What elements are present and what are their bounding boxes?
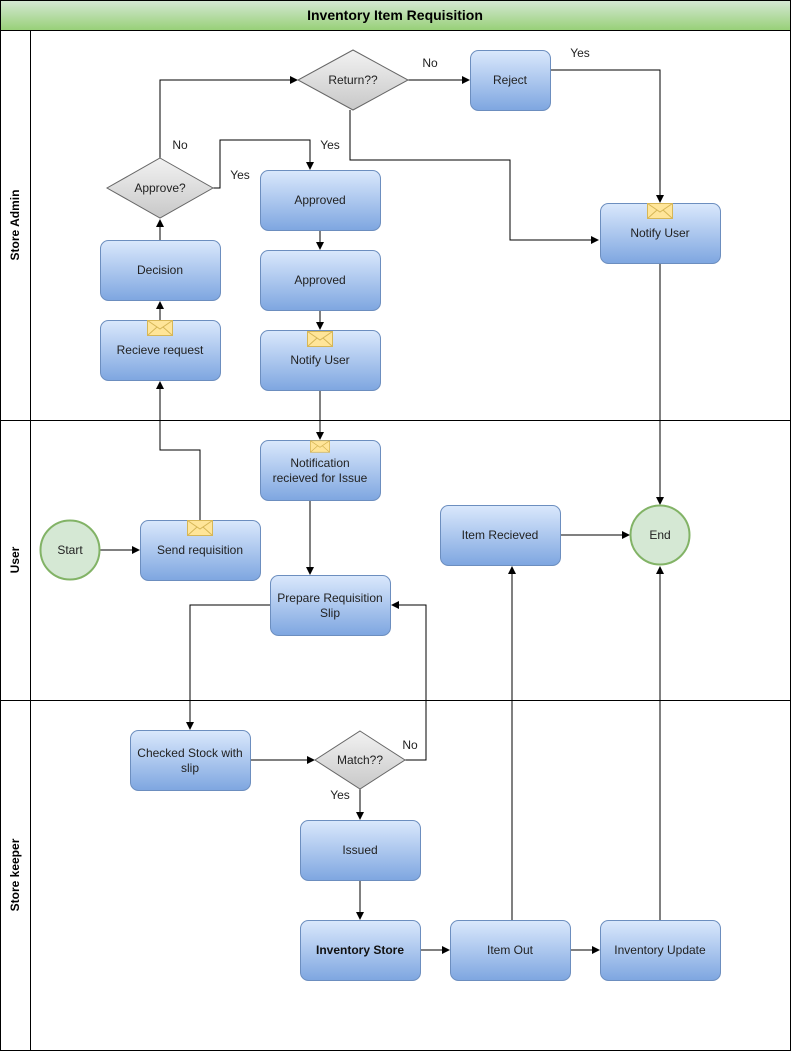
task-item-out-label: Item Out <box>487 943 534 957</box>
task-decision[interactable]: Decision <box>100 240 221 301</box>
decision-match-label: Match?? <box>337 753 383 767</box>
edge-label-reject-yes: Yes <box>570 46 590 60</box>
edge-prepare-checked <box>186 604 270 730</box>
task-recieve-request-label: Recieve request <box>117 343 204 357</box>
task-approved-2-label: Approved <box>294 273 345 287</box>
decision-approve-label: Approve? <box>134 181 186 195</box>
task-inventory-store[interactable]: Inventory Store <box>300 920 421 981</box>
edge-return-yes-notify <box>349 110 599 244</box>
edge-reject-yes-notify <box>550 69 664 203</box>
task-decision-label: Decision <box>137 263 183 277</box>
edge-label-match-no: No <box>402 738 418 752</box>
decision-approve[interactable]: Approve? <box>105 157 215 219</box>
edge-label-match-yes: Yes <box>330 788 350 802</box>
task-send-requisition-label: Send requisition <box>157 543 243 557</box>
task-approved-1-label: Approved <box>294 193 345 207</box>
decision-match[interactable]: Match?? <box>314 730 406 790</box>
task-checked-stock-label-line1: Checked Stock with <box>137 746 242 760</box>
task-item-recieved[interactable]: Item Recieved <box>440 505 561 566</box>
envelope-icon <box>147 320 173 336</box>
task-notification-label-line2: recieved for Issue <box>273 471 368 485</box>
decision-return[interactable]: Return?? <box>296 49 410 111</box>
envelope-icon <box>647 203 673 219</box>
task-approved-1[interactable]: Approved <box>260 170 381 231</box>
task-item-out[interactable]: Item Out <box>450 920 571 981</box>
start-event-label: Start <box>57 543 83 557</box>
start-event[interactable]: Start <box>39 519 101 581</box>
task-reject-label: Reject <box>493 73 528 87</box>
task-item-recieved-label: Item Recieved <box>462 528 539 542</box>
task-inventory-update[interactable]: Inventory Update <box>600 920 721 981</box>
diagram-title: Inventory Item Requisition <box>307 7 483 23</box>
task-prepare-slip-label-line2: Slip <box>320 606 340 620</box>
end-event-label: End <box>649 528 670 542</box>
edge-match-no-prepare <box>391 601 427 761</box>
edges <box>100 69 664 954</box>
task-prepare-slip-label-line1: Prepare Requisition <box>277 591 382 605</box>
task-prepare-requisition-slip[interactable]: Prepare Requisition Slip <box>270 575 391 636</box>
edge-label-approve-yes: Yes <box>230 168 250 182</box>
envelope-icon <box>187 520 213 536</box>
task-issued-label: Issued <box>342 843 377 857</box>
task-notification-label-line1: Notification <box>290 456 349 470</box>
lane-label-user: User <box>8 546 22 573</box>
task-checked-stock-label-line2: slip <box>181 761 199 775</box>
task-reject[interactable]: Reject <box>470 50 551 111</box>
edge-label-approve-yes-2: Yes <box>320 138 340 152</box>
lane-label-store-keeper: Store keeper <box>8 838 22 911</box>
task-checked-stock[interactable]: Checked Stock with slip <box>130 730 251 791</box>
task-notify-user-rejected[interactable]: Notify User <box>600 203 721 264</box>
decision-return-label: Return?? <box>328 73 378 87</box>
envelope-icon <box>307 331 333 347</box>
task-notify-user-approved-label: Notify User <box>290 353 349 367</box>
task-approved-2[interactable]: Approved <box>260 250 381 311</box>
task-notify-user-rejected-label: Notify User <box>630 226 689 240</box>
edge-approve-no-return <box>159 76 298 158</box>
edge-label-approve-no: No <box>172 138 188 152</box>
envelope-icon <box>310 440 330 453</box>
task-notification-recieved[interactable]: Notification recieved for Issue <box>260 440 381 501</box>
task-inventory-store-label: Inventory Store <box>316 943 404 957</box>
end-event[interactable]: End <box>629 504 691 566</box>
pool-title-bar <box>0 0 791 31</box>
task-issued[interactable]: Issued <box>300 820 421 881</box>
lane-label-store-admin: Store Admin <box>8 190 22 261</box>
task-inventory-update-label: Inventory Update <box>614 943 706 957</box>
edge-approve-yes-approved <box>213 139 314 189</box>
task-recieve-request[interactable]: Recieve request <box>100 320 221 381</box>
edge-send-recieve <box>156 381 201 520</box>
edge-label-return-no: No <box>422 56 438 70</box>
task-send-requisition[interactable]: Send requisition <box>140 520 261 581</box>
task-notify-user-approved[interactable]: Notify User <box>260 330 381 391</box>
